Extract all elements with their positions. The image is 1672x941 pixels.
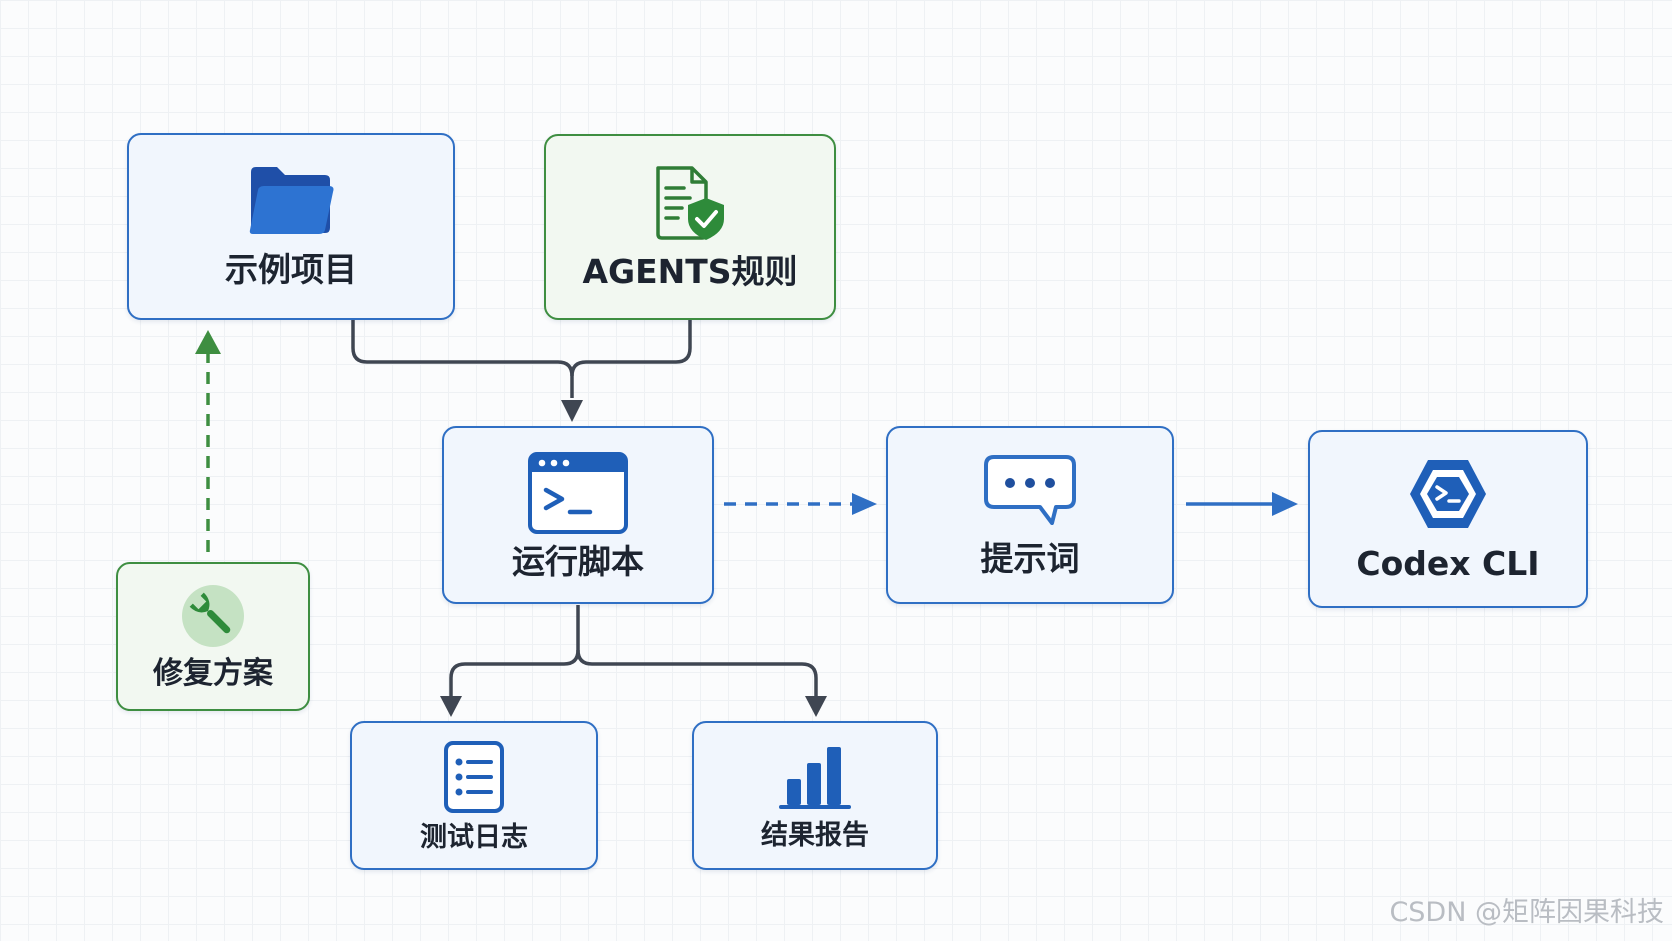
bar-chart-icon [779,746,851,809]
edge-run-script-to-test-log [449,605,580,696]
node-agents-rules: AGENTS规则 [544,134,836,320]
node-fix-plan: 修复方案 [116,562,310,711]
terminal-icon [528,451,628,534]
node-label: AGENTS规则 [582,251,798,291]
node-label: Codex CLI [1356,543,1540,583]
node-label: 运行脚本 [512,541,644,581]
arrowhead-result-report-in [805,696,827,717]
node-label: 示例项目 [225,250,357,290]
codex-hexagon-icon [1410,459,1486,528]
node-sample-project: 示例项目 [127,133,455,320]
arrowhead-sample-project-in [195,330,221,354]
node-label: 修复方案 [153,656,273,691]
edge-run-script-to-result-report [576,649,818,696]
watermark: CSDN @矩阵因果科技 [1389,897,1664,928]
folder-icon [249,167,334,235]
node-label: 测试日志 [420,821,528,853]
edge-sample-project-to-run-script [351,320,574,398]
edge-agents-rules-to-run-script [570,320,692,377]
node-test-log: 测试日志 [350,721,598,870]
arrowhead-test-log-in [440,696,462,717]
node-run-script: 运行脚本 [442,426,714,604]
list-icon [444,740,504,813]
arrowhead-prompt-in [852,493,877,515]
arrowhead-codex-cli-in [1272,492,1298,516]
node-label: 结果报告 [761,819,869,851]
node-label: 提示词 [980,538,1080,578]
node-prompt: 提示词 [886,426,1174,604]
node-result-report: 结果报告 [692,721,938,870]
wrench-icon [182,585,244,647]
arrowhead-run-script-in [561,400,583,422]
node-codex-cli: Codex CLI [1308,430,1588,608]
chat-bubble-icon [984,454,1076,525]
shield-document-icon [656,166,724,240]
